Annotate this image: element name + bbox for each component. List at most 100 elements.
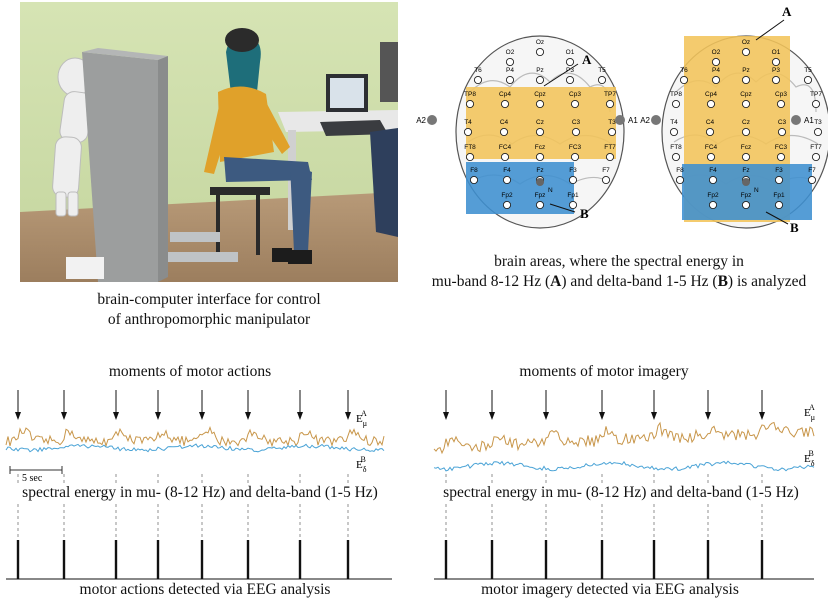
electrode xyxy=(535,99,545,109)
electrode xyxy=(777,127,787,137)
electrode xyxy=(679,75,689,85)
brain-caption-part2: ) and delta-band 1-5 Hz ( xyxy=(561,273,718,290)
electrode-label: C4 xyxy=(706,119,715,126)
brain-caption-a: A xyxy=(550,273,562,290)
nasion-electrode xyxy=(742,178,750,186)
electrode-label: F3 xyxy=(775,167,783,174)
electrode-label: C4 xyxy=(500,119,509,126)
electrode xyxy=(565,75,575,85)
electrode xyxy=(807,175,817,185)
electrode-label: Cp4 xyxy=(705,91,717,98)
bci-photo xyxy=(20,2,398,282)
electrode-label: TP7 xyxy=(604,91,616,98)
electrode-label: FT7 xyxy=(810,144,822,151)
electrode-label: C3 xyxy=(778,119,787,126)
electrode-label: O1 xyxy=(566,49,575,56)
event-arrowhead xyxy=(599,412,605,420)
electrode xyxy=(771,57,781,67)
person-seated xyxy=(204,28,312,264)
left-panel-title: moments of motor actions xyxy=(108,363,272,380)
event-arrowhead xyxy=(199,412,205,420)
electrode-label: FT8 xyxy=(464,144,476,151)
electrode xyxy=(706,99,716,109)
pointer-a xyxy=(755,19,785,41)
electrode xyxy=(500,152,510,162)
electrode-label: F3 xyxy=(569,167,577,174)
delta-trace xyxy=(5,443,385,453)
electrode xyxy=(671,152,681,162)
electrode-label: T6 xyxy=(474,67,482,74)
event-arrowhead xyxy=(113,412,119,420)
region-label-a: A xyxy=(582,52,592,67)
electrode xyxy=(570,152,580,162)
event-arrowhead xyxy=(489,412,495,420)
left-spectral-caption: spectral energy in mu- (8-12 Hz) and del… xyxy=(0,483,400,503)
electrode-label: Fp1 xyxy=(773,192,785,199)
electrode xyxy=(565,57,575,67)
electrode-label: T5 xyxy=(598,67,606,74)
electrode xyxy=(505,75,515,85)
brain-caption: brain areas, where the spectral energy i… xyxy=(414,252,824,292)
electrode-label: Fp2 xyxy=(707,192,719,199)
electrode xyxy=(776,99,786,109)
electrode xyxy=(465,152,475,162)
electrode-label: Cz xyxy=(536,119,544,126)
brain-caption-part1: mu-band 8-12 Hz ( xyxy=(431,273,551,290)
electrode xyxy=(463,127,473,137)
event-arrowhead xyxy=(297,412,303,420)
electrode-label: Pz xyxy=(742,67,750,74)
electrode-label: Cp3 xyxy=(569,91,581,98)
electrode-label: FT7 xyxy=(604,144,616,151)
electrode-label: F8 xyxy=(676,167,684,174)
photo-caption: brain-computer interface for control of … xyxy=(20,290,398,330)
electrode-label: Cp3 xyxy=(775,91,787,98)
electrode-label: T3 xyxy=(814,119,822,126)
electrode xyxy=(568,200,578,210)
electrode xyxy=(669,127,679,137)
electrode-label: Oz xyxy=(742,39,750,46)
event-arrowhead xyxy=(443,412,449,420)
electrode-label: T3 xyxy=(608,119,616,126)
event-arrowhead xyxy=(651,412,657,420)
delta-trace xyxy=(433,460,815,472)
electrode xyxy=(741,99,751,109)
legend-delta: EδB xyxy=(804,449,815,468)
ref-label-a1: A1 xyxy=(628,116,638,125)
electrode-label: TP7 xyxy=(810,91,822,98)
event-arrowhead xyxy=(61,412,67,420)
event-arrowhead xyxy=(15,412,21,420)
mu-trace xyxy=(5,425,385,448)
ref-electrode-a1 xyxy=(615,115,625,125)
event-arrowhead xyxy=(245,412,251,420)
delta-region-b xyxy=(466,162,574,214)
electrode xyxy=(741,127,751,137)
brain-caption-line1: brain areas, where the spectral energy i… xyxy=(494,253,744,270)
legend-mu: EμA xyxy=(804,403,815,422)
electrode-label: TP8 xyxy=(464,91,476,98)
photo-caption-line2: of anthropomorphic manipulator xyxy=(107,311,311,328)
electrode xyxy=(803,75,813,85)
electrode xyxy=(597,75,607,85)
electrode xyxy=(535,127,545,137)
electrode-label: F7 xyxy=(808,167,816,174)
nasion-electrode xyxy=(536,178,544,186)
electrode-label: C3 xyxy=(572,119,581,126)
electrode-label: T6 xyxy=(680,67,688,74)
electrode-label: Cp4 xyxy=(499,91,511,98)
electrode xyxy=(500,99,510,109)
electrode-label: P3 xyxy=(566,67,574,74)
electrode-label: FC3 xyxy=(569,144,582,151)
electrode xyxy=(568,175,578,185)
ref-electrode-a1 xyxy=(791,115,801,125)
right-detected-caption: motor imagery detected via EEG analysis xyxy=(440,580,780,600)
electrode xyxy=(607,127,617,137)
electrode-label: F7 xyxy=(602,167,610,174)
delta-region-b xyxy=(682,164,812,220)
ref-electrode-a2 xyxy=(651,115,661,125)
electrode xyxy=(499,127,509,137)
electrode xyxy=(675,175,685,185)
electrode xyxy=(741,75,751,85)
pointer-b xyxy=(549,203,576,213)
electrode-label: Pz xyxy=(536,67,544,74)
